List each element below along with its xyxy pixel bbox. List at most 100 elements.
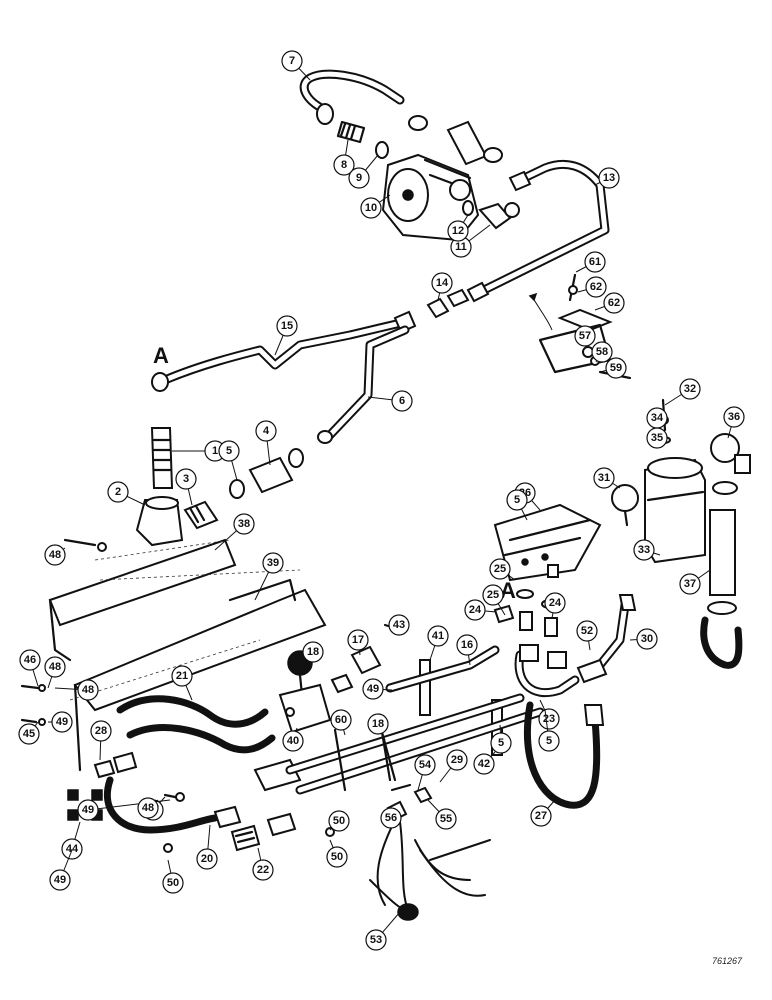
callout-bubble — [427, 625, 449, 647]
callout-58: 58 — [591, 341, 613, 363]
callout-number: 52 — [581, 625, 593, 637]
callout-number: 31 — [598, 472, 610, 484]
callout-12: 12 — [447, 214, 469, 242]
callout-bubble — [49, 869, 71, 891]
figure-id: 761267 — [712, 956, 743, 966]
callout-bubble — [633, 539, 655, 561]
callout-27: 27 — [530, 799, 556, 827]
callout-bubble — [90, 720, 112, 742]
callout-29: 29 — [439, 749, 468, 783]
callout-number: 41 — [432, 630, 444, 642]
tube-6 — [317, 325, 410, 444]
callout-5: 5 — [506, 489, 528, 521]
callout-bubble — [388, 614, 410, 636]
callout-13: 13 — [594, 167, 620, 189]
callout-number: 5 — [514, 494, 520, 506]
callout-number: 42 — [478, 758, 490, 770]
callout-7: 7 — [281, 50, 311, 81]
callout-bubble — [233, 513, 255, 535]
callout-24: 24 — [544, 592, 566, 619]
callout-48: 48 — [44, 656, 66, 689]
callout-35: 35 — [646, 427, 668, 449]
callout-bubble — [723, 406, 745, 428]
callout-40: 40 — [282, 727, 304, 752]
callout-number: 48 — [49, 549, 61, 561]
valve-block-26 — [493, 503, 602, 582]
hose-21 — [116, 695, 276, 754]
callout-62: 62 — [594, 292, 625, 314]
callout-bubble — [77, 679, 99, 701]
callout-48: 48 — [54, 679, 99, 701]
callout-number: 18 — [372, 718, 384, 730]
callout-bubble — [281, 50, 303, 72]
reference-mark-a-lower: A — [500, 578, 516, 603]
callout-number: 50 — [333, 815, 345, 827]
callout-number: 18 — [307, 646, 319, 658]
callout-bubble — [636, 628, 658, 650]
callout-bubble — [506, 489, 528, 511]
callout-55: 55 — [427, 799, 457, 830]
callout-bubble — [473, 753, 495, 775]
callout-bubble — [171, 665, 193, 687]
callout-33: 33 — [633, 539, 661, 561]
callout-number: 45 — [23, 728, 35, 740]
callout-number: 25 — [494, 563, 506, 575]
callout-4: 4 — [255, 420, 277, 466]
callout-number: 10 — [365, 202, 377, 214]
callout-bubble — [464, 599, 486, 621]
callout-number: 48 — [142, 802, 154, 814]
callout-number: 40 — [287, 735, 299, 747]
callout-number: 49 — [82, 804, 94, 816]
callout-bubble — [348, 167, 370, 189]
callout-number: 28 — [95, 725, 107, 737]
hose-37 — [700, 481, 743, 669]
callout-bubble — [262, 552, 284, 574]
callout-bubble — [380, 807, 402, 829]
callout-number: 55 — [440, 813, 452, 825]
callout-number: 38 — [238, 518, 250, 530]
callout-number: 49 — [54, 874, 66, 886]
callout-24: 24 — [464, 599, 497, 621]
callout-bubble — [446, 749, 468, 771]
callout-bubble — [593, 467, 615, 489]
callout-bubble — [574, 325, 596, 347]
callout-number: 62 — [608, 297, 620, 309]
callout-14: 14 — [431, 272, 453, 301]
callout-62: 62 — [577, 276, 607, 298]
callout-38: 38 — [214, 513, 255, 551]
callout-bubble — [544, 592, 566, 614]
callout-60: 60 — [330, 709, 352, 736]
lines-30-52 — [576, 594, 637, 726]
callout-number: 36 — [728, 411, 740, 423]
callout-number: 49 — [56, 716, 68, 728]
callout-bubble — [489, 558, 511, 580]
callout-number: 5 — [546, 735, 552, 747]
callout-number: 14 — [436, 277, 449, 289]
callout-bubble — [435, 808, 457, 830]
callout-number: 20 — [201, 853, 213, 865]
callout-28: 28 — [90, 720, 112, 761]
filter-assembly — [611, 398, 751, 564]
fitting-28 — [93, 751, 138, 779]
callout-number: 23 — [543, 713, 555, 725]
callout-31: 31 — [593, 467, 621, 489]
callout-number: 24 — [549, 597, 562, 609]
callout-bubble — [603, 292, 625, 314]
callout-number: 17 — [352, 634, 364, 646]
callout-number: 35 — [651, 432, 663, 444]
union-fitting — [426, 281, 490, 319]
callout-49: 49 — [48, 711, 73, 733]
callout-57: 57 — [574, 325, 596, 347]
callout-25: 25 — [482, 584, 506, 616]
callout-bubble — [447, 220, 469, 242]
callout-bubble — [175, 468, 197, 490]
callout-number: 3 — [183, 473, 189, 485]
callout-bubble — [538, 730, 560, 752]
callout-11: 11 — [450, 224, 491, 258]
callout-number: 13 — [603, 172, 615, 184]
callout-number: 29 — [451, 754, 463, 766]
callout-3: 3 — [175, 468, 197, 506]
callout-bubble — [576, 620, 598, 642]
callout-49: 49 — [49, 849, 73, 891]
callout-number: 34 — [651, 412, 664, 424]
